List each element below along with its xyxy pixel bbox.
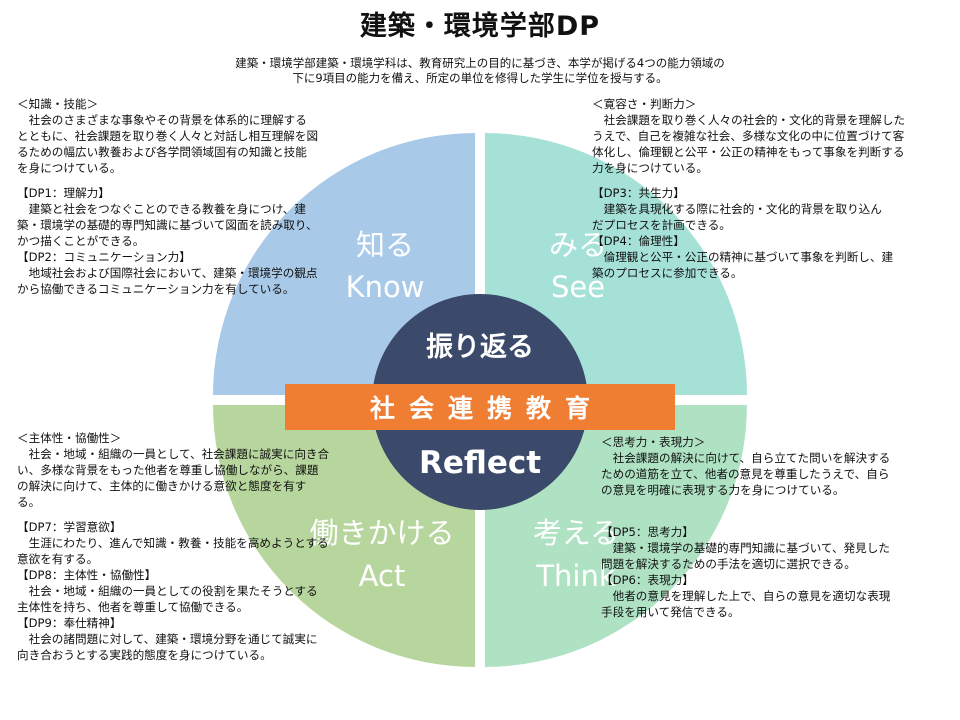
dp2-text: から協働できるコミュニケーション力を有している。: [17, 282, 295, 296]
dp6-label: 【DP6：表現力】: [601, 573, 694, 587]
thinking-body-line: ための道筋を立て、他者の意見を尊重したうえで、自ら: [601, 467, 890, 481]
dp7-label: 【DP7：学習意欲】: [17, 520, 122, 534]
knowledge-block: ＜知識・技能＞ 社会のさまざまな事象やその背景を体系的に理解する とともに、社会…: [17, 96, 367, 297]
page-title: 建築・環境学部DP: [359, 11, 601, 42]
dp5-text: 建築・環境学の基礎的専門知識に基づいて、発見した: [612, 541, 890, 555]
knowledge-body-line: を身につけている。: [17, 161, 122, 175]
know-label-en: Know: [346, 270, 425, 304]
dp8-label: 【DP8：主体性・協働性】: [17, 568, 157, 582]
tolerance-heading: ＜寛容さ・判断力＞: [592, 97, 697, 111]
dp4-text: 倫理観と公平・公正の精神に基づいて事象を判断し、建: [603, 250, 894, 264]
dp2-text: 地域社会および国際社会において、建築・環境学の観点: [28, 266, 318, 280]
agency-body-line: い、多様な背景をもった他者を尊重し協働しながら、課題: [17, 463, 319, 477]
dp3-text: だプロセスを計画できる。: [592, 218, 731, 232]
tolerance-body-line: 体化し、倫理観と公平・公正の精神をもって事象を判断する: [592, 145, 905, 159]
dp3-label: 【DP3：共生力】: [592, 186, 685, 200]
tolerance-body-line: 力を身につけている。: [592, 161, 708, 175]
agency-block: ＜主体性・協働性＞ 社会・地域・組織の一員として、社会課題に誠実に向き合 い、多…: [17, 430, 367, 663]
dp1-text: かつ描くことができる。: [17, 234, 145, 248]
dp9-text: 向き合おうとする実践的態度を身につけている。: [17, 648, 272, 662]
act-label-jp: 働きかける: [309, 516, 454, 550]
knowledge-body-line: るための幅広い教養および各学問領域固有の知識と技能: [17, 145, 307, 159]
dp1-label: 【DP1：理解力】: [17, 186, 110, 200]
dp7-text: 意欲を有する。: [17, 552, 99, 566]
know-label-jp: 知る: [356, 228, 414, 262]
dp9-label: 【DP9：奉仕精神】: [17, 616, 122, 630]
thinking-body-line: 社会課題の解決に向けて、自ら立てた問いを解決する: [612, 451, 891, 465]
dp8-text: 主体性を持ち、他者を尊重して協働できる。: [17, 600, 249, 614]
knowledge-heading: ＜知識・技能＞: [17, 97, 99, 111]
center-top-label: 振り返る: [426, 332, 534, 363]
dp7-text: 生涯にわたり、進んで知識・教養・技能を高めようとする: [28, 536, 329, 550]
thinking-body-line: の意見を明確に表現する力を身につけている。: [601, 483, 845, 497]
dp8-text: 社会・地域・組織の一員としての役割を果たそうとする: [28, 584, 318, 598]
subtitle-line: 建築・環境学部建築・環境学科は、教育研究上の目的に基づき、本学が掲げる4つの能力…: [235, 56, 725, 70]
thinking-block: ＜思考力・表現力＞ 社会課題の解決に向けて、自ら立てた問いを解決する ための道筋…: [601, 434, 950, 620]
dp5-text: 問題を解決するための手法を適切に選択できる。: [601, 557, 856, 571]
knowledge-body-line: 社会のさまざまな事象やその背景を体系的に理解する: [28, 113, 307, 127]
dp4-label: 【DP4：倫理性】: [592, 234, 685, 248]
page-subtitle: 建築・環境学部建築・環境学科は、教育研究上の目的に基づき、本学が掲げる4つの能力…: [180, 56, 780, 86]
thinking-heading: ＜思考力・表現力＞: [601, 435, 706, 449]
agency-body-line: の解決に向けて、主体的に働きかける意欲と態度を有す: [17, 479, 307, 493]
dp2-label: 【DP2：コミュニケーション力】: [17, 250, 191, 264]
tolerance-body-line: 社会課題を取り巻く人々の社会的・文化的背景を理解した: [603, 113, 906, 127]
agency-body-line: る。: [17, 495, 41, 509]
dp3-text: 建築を具現化する際に社会的・文化的背景を取り込ん: [603, 202, 882, 216]
dp1-text: 建築と社会をつなぐことのできる教養を身につけ、建: [28, 202, 306, 216]
tolerance-block: ＜寛容さ・判断力＞ 社会課題を取り巻く人々の社会的・文化的背景を理解した うえで…: [592, 96, 950, 281]
dp4-text: 築のプロセスに参加できる。: [592, 266, 743, 280]
see-label-en: See: [551, 270, 605, 304]
subtitle-line: 下に9項目の能力を備え、所定の単位を修得した学生に学位を授与する。: [292, 71, 668, 85]
knowledge-body-line: とともに、社会課題を取り巻く人々と対話し相互理解を図: [17, 129, 319, 143]
act-label-en: Act: [359, 559, 406, 593]
agency-heading: ＜主体性・協働性＞: [17, 431, 122, 445]
dp5-label: 【DP5：思考力】: [601, 525, 694, 539]
dp9-text: 社会の諸問題に対して、建築・環境分野を通じて誠実に: [28, 632, 318, 646]
dp6-text: 他者の意見を理解した上で、自らの意見を適切な表現: [612, 589, 891, 603]
see-label-jp: みる: [549, 228, 607, 262]
think-label-en: Think: [535, 559, 616, 593]
center-band: [285, 384, 675, 430]
center-band-label: 社会連携教育: [370, 394, 604, 423]
center-bottom-label: Reflect: [419, 445, 541, 481]
think-label-jp: 考える: [533, 516, 619, 550]
dp1-text: 築・環境学の基礎的専門知識に基づいて図面を読み取り、: [17, 218, 318, 232]
agency-body-line: 社会・地域・組織の一員として、社会課題に誠実に向き合: [28, 447, 330, 461]
tolerance-body-line: うえで、自己を複雑な社会、多様な文化の中に位置づけて客: [592, 129, 905, 143]
dp6-text: 手段を用いて発信できる。: [601, 605, 740, 619]
